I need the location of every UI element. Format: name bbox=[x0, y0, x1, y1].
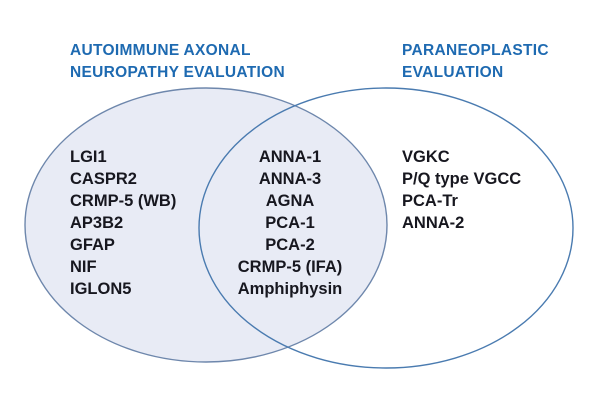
list-item: ANNA-1 bbox=[258, 148, 322, 166]
title-line: AUTOIMMUNE AXONAL bbox=[70, 42, 251, 59]
list-item: LGI1 bbox=[70, 148, 107, 166]
list-item: IGLON5 bbox=[70, 280, 132, 298]
list-item: AGNA bbox=[265, 192, 315, 210]
list-item: PCA-2 bbox=[265, 236, 315, 254]
title-line: PARANEOPLASTIC bbox=[402, 42, 549, 59]
title-line: EVALUATION bbox=[402, 64, 504, 81]
list-item: CASPR2 bbox=[70, 170, 137, 188]
list-item: PCA-Tr bbox=[402, 192, 458, 210]
list-item: VGKC bbox=[402, 148, 450, 166]
list-item: NIF bbox=[70, 258, 97, 276]
left-set-title: AUTOIMMUNE AXONAL NEUROPATHY EVALUATION bbox=[70, 40, 285, 84]
left-circle bbox=[24, 87, 388, 363]
list-item: GFAP bbox=[70, 236, 115, 254]
overlap-set-items: ANNA-1 ANNA-3 AGNA PCA-1 PCA-2 CRMP-5 (I… bbox=[202, 146, 378, 300]
list-item: Amphiphysin bbox=[237, 280, 343, 298]
list-item: CRMP-5 (IFA) bbox=[237, 258, 343, 276]
list-item: CRMP-5 (WB) bbox=[70, 192, 177, 210]
list-item: PCA-1 bbox=[265, 214, 315, 232]
left-set-items: LGI1 CASPR2 CRMP-5 (WB) AP3B2 GFAP NIF I… bbox=[70, 146, 176, 300]
list-item: ANNA-2 bbox=[402, 214, 465, 232]
right-set-title: PARANEOPLASTIC EVALUATION bbox=[402, 40, 549, 84]
right-circle bbox=[198, 87, 574, 369]
list-item: AP3B2 bbox=[70, 214, 124, 232]
list-item: ANNA-3 bbox=[258, 170, 322, 188]
list-item: P/Q type VGCC bbox=[402, 170, 522, 188]
title-line: NEUROPATHY EVALUATION bbox=[70, 64, 285, 81]
right-set-items: VGKC P/Q type VGCC PCA-Tr ANNA-2 bbox=[402, 146, 521, 234]
